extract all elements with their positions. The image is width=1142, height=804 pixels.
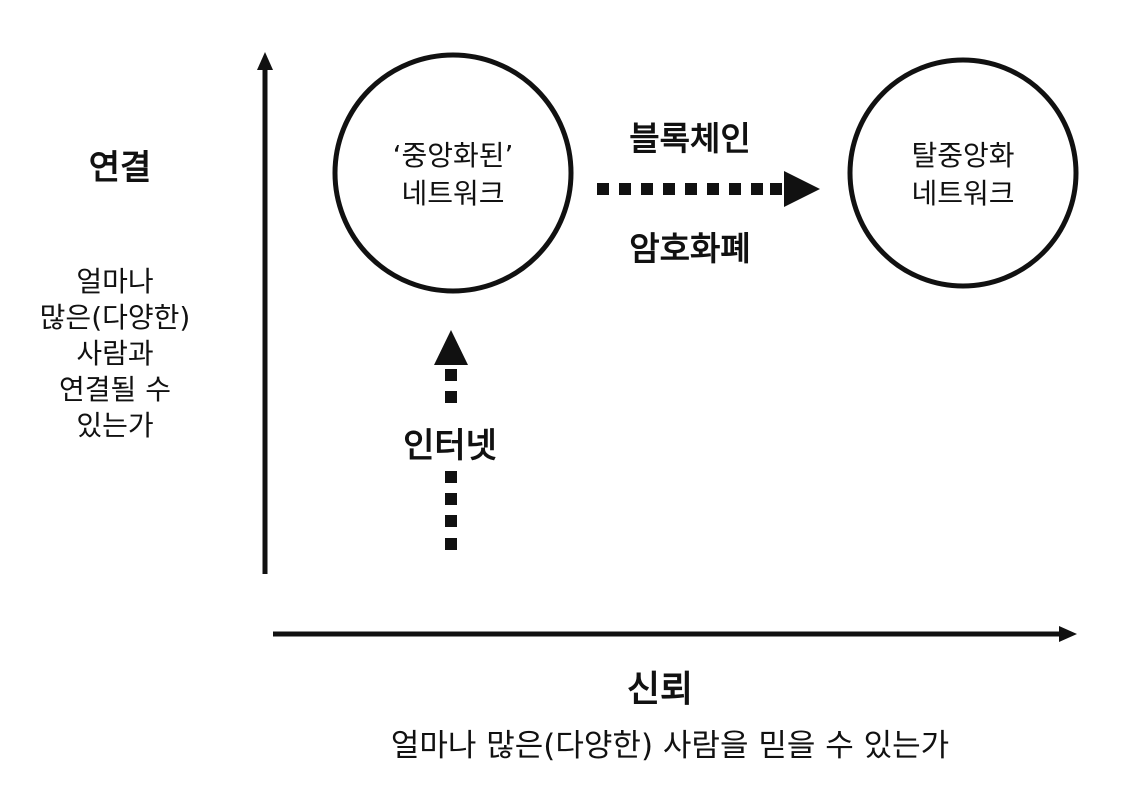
arrow-dot [445,538,457,550]
vertical-dotted-arrow [434,330,468,550]
centralized-network-circle [332,52,574,294]
arrow-dot [445,471,457,483]
arrow-dot [597,183,609,195]
x-axis-title: 신뢰 [626,669,694,710]
blockchain-label: 블록체인 [629,119,751,158]
arrow-dot [663,183,675,195]
horizontal-arrowhead [784,171,820,207]
internet-label: 인터넷 [403,426,497,466]
decentralized-network-circle [847,57,1079,289]
arrow-dot [751,183,763,195]
vertical-arrowhead [434,330,468,365]
centralized-network-label: ‘중앙화된’ 네트워크 [343,137,563,213]
arrow-dot [445,515,457,527]
centralized-network-label-line: 네트워크 [401,177,505,210]
y-axis-title: 연결 [88,148,152,188]
arrow-dot [445,369,457,381]
arrow-dot [619,183,631,195]
centralized-network-label-line: ‘중앙화된’ [392,139,514,172]
y-axis-description-line: 얼마나 [76,265,154,298]
arrow-dot [685,183,697,195]
decentralized-network-label: 탈중앙화 네트워크 [853,137,1073,213]
y-axis-description-line: 많은(다양한) [39,301,191,334]
arrow-dot [770,183,782,195]
y-axis-description-line: 연결될 수 [59,373,171,406]
y-axis-description-line: 있는가 [76,409,154,442]
horizontal-dotted-arrow [597,171,820,207]
x-axis-arrowhead [1059,626,1077,642]
decentralized-network-label-line: 탈중앙화 [911,139,1015,172]
arrow-dot [445,493,457,505]
arrow-dot [641,183,653,195]
arrow-dot [445,391,457,403]
arrow-dot [707,183,719,195]
cryptocurrency-label: 암호화폐 [629,229,751,268]
decentralized-network-label-line: 네트워크 [911,177,1015,210]
y-axis-description: 얼마나 많은(다양한) 사람과 연결될 수 있는가 [10,264,220,444]
x-axis-description: 얼마나 많은(다양한) 사람을 믿을 수 있는가 [390,728,950,764]
y-axis-arrowhead [257,52,273,70]
arrow-dot [729,183,741,195]
y-axis-description-line: 사람과 [76,337,154,370]
